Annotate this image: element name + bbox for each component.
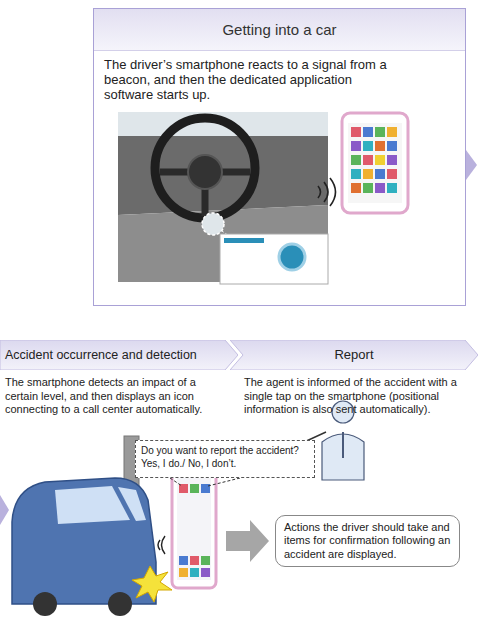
van-body — [12, 478, 156, 604]
steering-wheel — [155, 118, 255, 218]
node-heading: Accident occurrence and detection — [0, 340, 238, 370]
result-box: Actions the driver should take and items… — [275, 515, 460, 567]
beacon-device — [220, 234, 328, 284]
phone-body — [172, 468, 216, 588]
car-interior — [118, 112, 328, 282]
beacon-strip — [224, 238, 264, 243]
node-body: The smartphone detects an impact of a ce… — [0, 370, 232, 417]
agent-tie — [342, 432, 344, 458]
beacon-spot — [202, 213, 224, 235]
smartphone — [342, 113, 408, 213]
leader-line — [222, 231, 232, 238]
stage-panel: Getting into a carThe driver’s smartphon… — [93, 8, 466, 306]
phone-screen — [348, 123, 402, 203]
signal-arc — [162, 536, 166, 554]
result-arrow — [226, 520, 269, 562]
node-body: Yes, I do./ No, I don’t. — [141, 457, 309, 470]
signal-arc — [318, 186, 321, 198]
flow-triangle — [466, 150, 477, 180]
stage-panel: ReportThe agent is informed of the accid… — [230, 340, 478, 436]
chevron-shape — [0, 340, 238, 370]
dialog-box: Do you want to report the accident?Yes, … — [135, 440, 315, 478]
node-heading: Actions the driver should take and items… — [284, 521, 451, 562]
node-body: The driver’s smartphone reacts to a sign… — [94, 51, 414, 102]
windshield — [118, 112, 328, 138]
van-window — [55, 486, 130, 524]
beacon-card — [220, 234, 328, 284]
app-icons — [351, 127, 397, 193]
wheel-spoke — [202, 172, 209, 216]
agent-body — [322, 434, 364, 480]
signal-arc — [330, 178, 336, 206]
impact-burst — [132, 566, 172, 602]
wheel-hub — [188, 155, 222, 189]
van-wheel — [108, 592, 132, 616]
node-heading: Report — [230, 340, 478, 370]
leader-line — [208, 478, 240, 486]
beacon-button — [279, 244, 305, 270]
phone-screen — [177, 476, 211, 580]
chevron-shape — [230, 340, 478, 370]
signal-waves — [158, 536, 165, 554]
node-body: The agent is informed of the accident wi… — [230, 370, 472, 417]
node-heading: Do you want to report the accident? — [141, 444, 309, 457]
van — [12, 478, 156, 616]
smartphone — [172, 468, 216, 588]
flow-triangle — [0, 495, 9, 525]
console — [118, 205, 328, 282]
van-windshield — [118, 487, 146, 521]
van-wheel — [33, 592, 57, 616]
stage-panel: Accident occurrence and detectionThe sma… — [0, 340, 238, 436]
signal-waves — [318, 178, 336, 206]
wheel-spoke — [160, 169, 250, 176]
signal-arc — [158, 540, 160, 550]
signal-arc — [324, 182, 328, 202]
leader-line — [170, 478, 182, 486]
node-heading: Getting into a car — [94, 9, 465, 51]
dashboard — [118, 136, 328, 215]
phone-body — [342, 113, 408, 213]
